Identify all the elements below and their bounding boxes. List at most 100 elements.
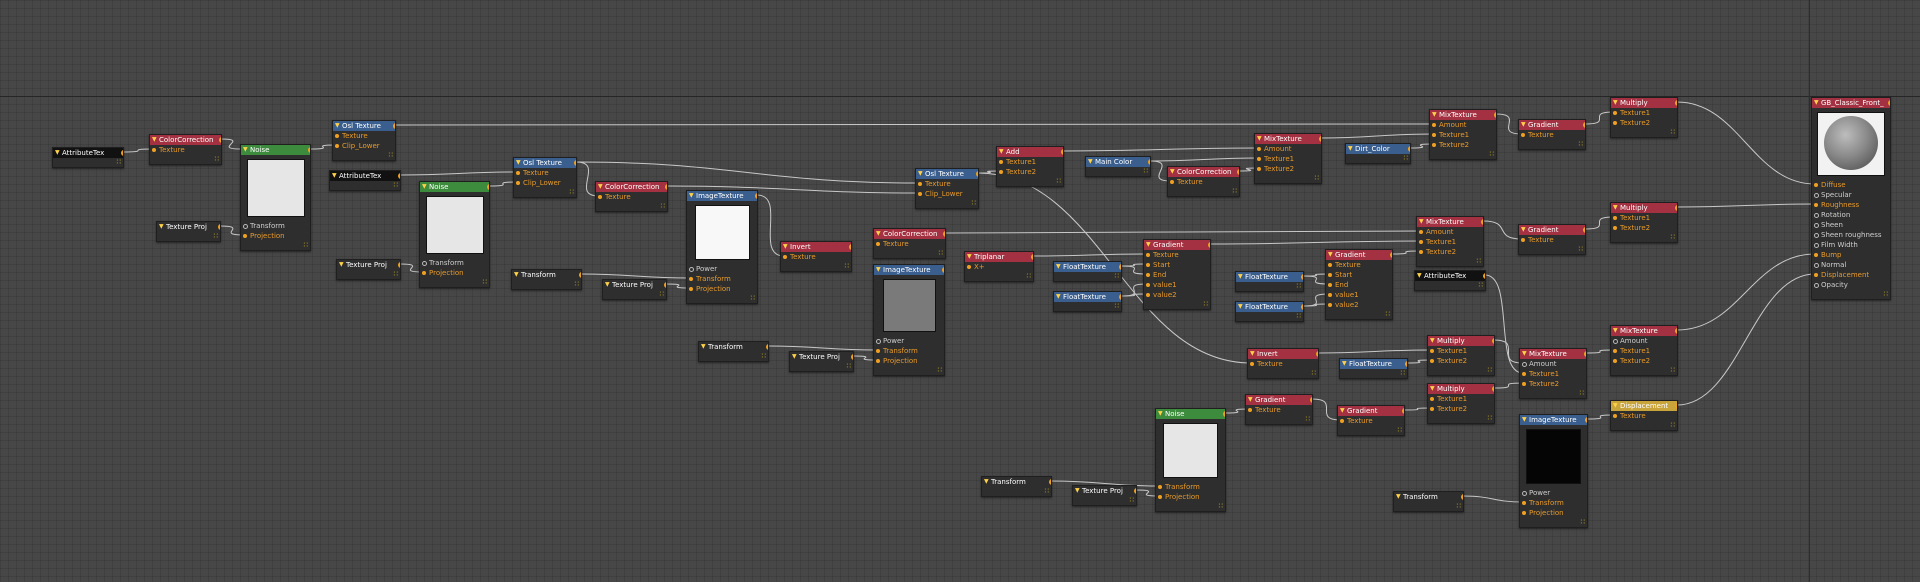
resize-grip-icon[interactable]: ∷ <box>482 278 487 286</box>
input-slot[interactable]: Sheen roughness <box>1812 230 1890 240</box>
input-port[interactable] <box>1146 263 1150 267</box>
output-port[interactable] <box>218 224 220 230</box>
output-port[interactable] <box>1888 100 1890 106</box>
output-port[interactable] <box>1237 169 1239 175</box>
resize-grip-icon[interactable]: ∷ <box>1487 366 1492 374</box>
input-slot[interactable]: Texture <box>1248 359 1318 369</box>
collapse-arrow-icon[interactable]: ▼ <box>1430 385 1435 392</box>
input-slot[interactable]: Start <box>1326 270 1392 280</box>
collapse-arrow-icon[interactable]: ▼ <box>1521 226 1526 233</box>
collapse-arrow-icon[interactable]: ▼ <box>152 136 157 143</box>
resize-grip-icon[interactable]: ∷ <box>1670 233 1675 241</box>
output-port[interactable] <box>1492 386 1494 392</box>
collapse-arrow-icon[interactable]: ▼ <box>1419 218 1424 225</box>
input-port[interactable] <box>598 195 602 199</box>
node-texproj1[interactable]: ▼Texture Proj∷ <box>156 221 221 242</box>
input-port[interactable] <box>335 144 339 148</box>
input-slot[interactable]: Texture2 <box>1611 118 1677 128</box>
input-slot[interactable]: Texture <box>596 192 667 202</box>
wire-attrtex3-to-mix4[interactable] <box>1484 274 1524 374</box>
input-port[interactable] <box>422 271 426 275</box>
node-attrtex2[interactable]: ▼AttributeTex∷ <box>329 170 401 191</box>
node-header[interactable]: ▼Gradient <box>1519 120 1585 130</box>
input-slot[interactable]: Texture <box>916 179 978 189</box>
output-port[interactable] <box>849 244 851 250</box>
output-port[interactable] <box>1583 122 1585 128</box>
resize-grip-icon[interactable]: ∷ <box>1489 150 1494 158</box>
wire-mix1-to-mix2[interactable] <box>1320 133 1434 139</box>
node-texproj2[interactable]: ▼Texture Proj∷ <box>336 259 401 280</box>
wire-texproj5-to-noise3[interactable] <box>1135 489 1160 497</box>
output-port[interactable] <box>664 282 666 288</box>
node-header[interactable]: ▼Triplanar <box>965 252 1033 262</box>
wire-dirt-to-mix2[interactable] <box>1409 143 1434 149</box>
input-port[interactable] <box>1170 180 1174 184</box>
output-port[interactable] <box>393 123 395 129</box>
input-port[interactable] <box>243 224 248 229</box>
collapse-arrow-icon[interactable]: ▼ <box>335 122 340 129</box>
node-float3[interactable]: ▼FloatTexture∷ <box>1235 271 1304 292</box>
wire-maincolor-to-colcor4[interactable] <box>1149 160 1172 182</box>
output-port[interactable] <box>487 184 489 190</box>
resize-grip-icon[interactable]: ∷ <box>1883 290 1888 298</box>
input-slot[interactable]: Texture2 <box>1520 379 1586 389</box>
wire-texproj2-to-noise2[interactable] <box>399 263 424 273</box>
input-slot[interactable]: Texture1 <box>1430 130 1496 140</box>
input-port[interactable] <box>1328 283 1332 287</box>
node-header[interactable]: ▼AttributeTex <box>330 171 400 181</box>
input-slot[interactable]: Texture <box>1519 235 1585 245</box>
resize-grip-icon[interactable]: ∷ <box>574 280 579 288</box>
output-port[interactable] <box>1119 294 1121 300</box>
collapse-arrow-icon[interactable]: ▼ <box>1430 337 1435 344</box>
output-port[interactable] <box>1319 136 1321 142</box>
input-slot[interactable]: Texture2 <box>1611 223 1677 233</box>
wire-transform1-to-img1[interactable] <box>580 273 691 279</box>
resize-grip-icon[interactable]: ∷ <box>938 249 943 257</box>
input-slot[interactable]: Texture2 <box>997 167 1063 177</box>
input-port[interactable] <box>1613 121 1617 125</box>
panel-divider[interactable] <box>1809 0 1810 582</box>
input-port[interactable] <box>1430 359 1434 363</box>
resize-grip-icon[interactable]: ∷ <box>1478 281 1483 289</box>
wire-transform2-to-img2[interactable] <box>767 345 878 351</box>
wire-float5-to-mult3[interactable] <box>1406 359 1432 364</box>
output-port[interactable] <box>219 137 221 143</box>
output-port[interactable] <box>1223 411 1225 417</box>
input-port[interactable] <box>1257 157 1261 161</box>
input-slot[interactable]: Texture2 <box>1430 140 1496 150</box>
resize-grip-icon[interactable]: ∷ <box>937 366 942 374</box>
output-port[interactable] <box>1402 408 1404 414</box>
output-port[interactable] <box>1675 328 1677 334</box>
input-slot[interactable]: Texture <box>1168 177 1239 187</box>
wire-noise2-to-osl2[interactable] <box>488 181 518 187</box>
collapse-arrow-icon[interactable]: ▼ <box>1257 135 1262 142</box>
wire-grad1-to-mix3[interactable] <box>1209 240 1421 245</box>
output-port[interactable] <box>1461 494 1463 500</box>
output-port[interactable] <box>1031 254 1033 260</box>
collapse-arrow-icon[interactable]: ▼ <box>598 183 603 190</box>
input-slot[interactable]: Transform <box>1156 482 1225 492</box>
input-port[interactable] <box>1158 485 1162 489</box>
output-port[interactable] <box>1405 361 1407 367</box>
input-slot[interactable]: Texture1 <box>1611 213 1677 223</box>
output-port[interactable] <box>665 184 667 190</box>
collapse-arrow-icon[interactable]: ▼ <box>1238 273 1243 280</box>
resize-grip-icon[interactable]: ∷ <box>1232 187 1237 195</box>
node-header[interactable]: ▼FloatTexture <box>1340 359 1407 369</box>
resize-grip-icon[interactable]: ∷ <box>388 151 393 159</box>
wire-grad4-to-mult2[interactable] <box>1584 216 1615 230</box>
resize-grip-icon[interactable]: ∷ <box>116 158 121 166</box>
collapse-arrow-icon[interactable]: ▼ <box>1432 111 1437 118</box>
input-slot[interactable]: Start <box>1144 260 1210 270</box>
resize-grip-icon[interactable]: ∷ <box>1296 282 1301 290</box>
node-header[interactable]: ▼Transform <box>982 477 1051 487</box>
node-header[interactable]: ▼Dirt_Color <box>1346 144 1410 154</box>
